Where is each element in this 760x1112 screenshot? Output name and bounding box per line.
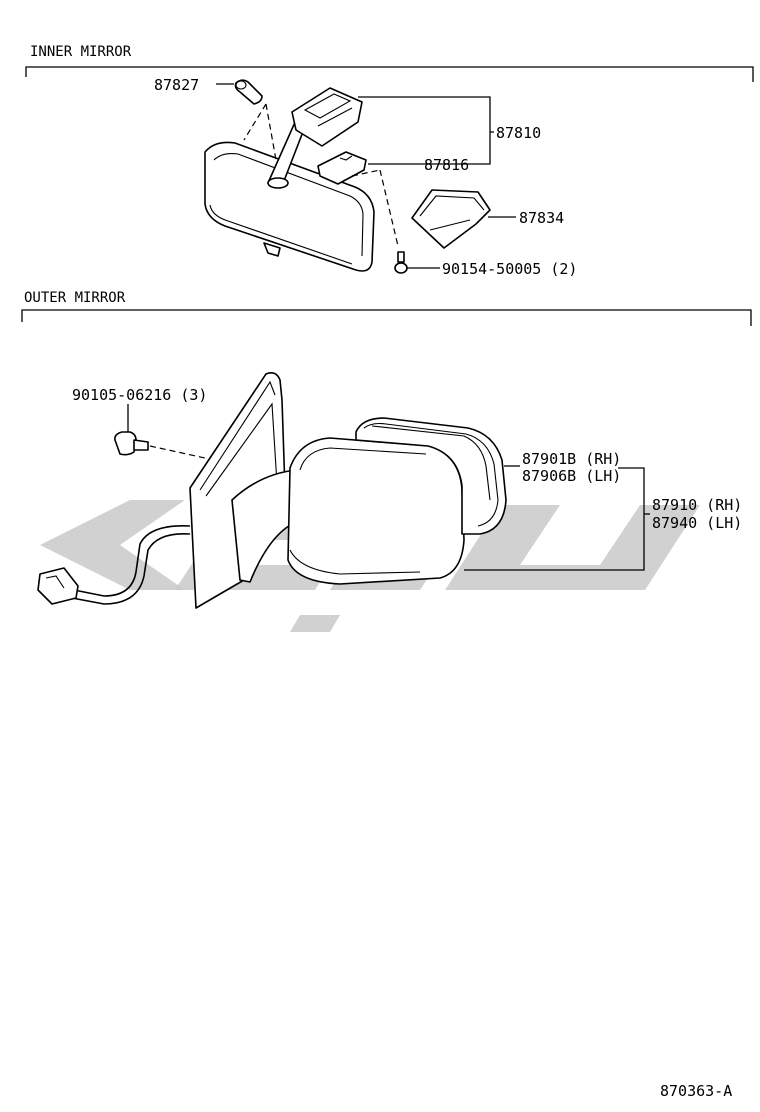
section-title-outer: OUTER MIRROR [24, 290, 126, 306]
label-87816: 87816 [424, 156, 469, 174]
label-87901B: 87901B (RH) [522, 450, 621, 468]
label-87827: 87827 [154, 76, 199, 94]
label-87940: 87940 (LH) [652, 514, 742, 532]
inner-section-frame [25, 66, 754, 82]
label-87834: 87834 [519, 209, 564, 227]
outer-mirror-assembly [37, 372, 507, 609]
reference-number: 870363-A [660, 1082, 732, 1100]
section-title-inner: INNER MIRROR [30, 44, 132, 60]
outer-section-frame [21, 309, 752, 326]
inner-mirror-assembly [204, 79, 491, 274]
label-87810: 87810 [496, 124, 541, 142]
label-90154-50005: 90154-50005 (2) [442, 260, 577, 278]
label-87910: 87910 (RH) [652, 496, 742, 514]
label-87906B: 87906B (LH) [522, 467, 621, 485]
label-90105-06216: 90105-06216 (3) [72, 386, 207, 404]
